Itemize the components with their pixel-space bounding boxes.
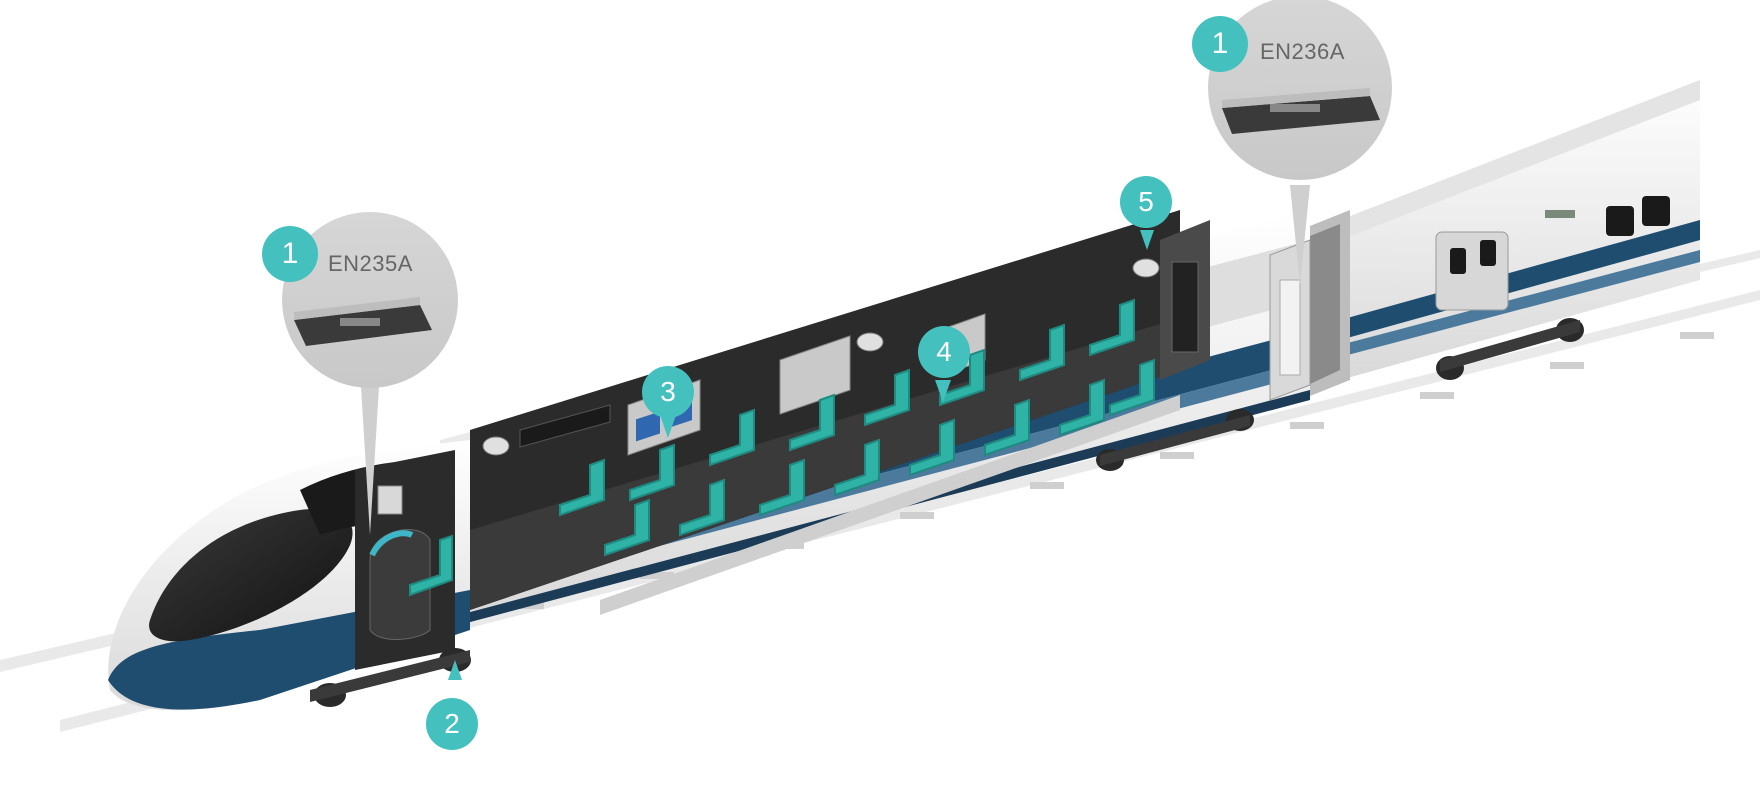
callout-number-badge: 1 (1192, 16, 1248, 72)
marker-5-badge: 5 (1120, 176, 1172, 228)
rear-car (1340, 80, 1700, 380)
marker-2-badge: 2 (426, 698, 478, 750)
rear-car-door (1435, 231, 1509, 311)
ceiling-camera-icon (482, 258, 1160, 456)
passenger-cabin-cutaway (470, 210, 1311, 615)
callout-en235a (282, 212, 458, 535)
lead-car-nose (108, 440, 471, 711)
bogie-wheels (1096, 409, 1254, 471)
driver-seat (409, 534, 453, 597)
callout-number-badge: 1 (262, 226, 318, 282)
gangway (1300, 210, 1350, 400)
rear-car-windows (1545, 196, 1670, 236)
en235a-device-image (294, 297, 432, 346)
marker-3-badge: 3 (642, 366, 694, 418)
callout-label-en235a: EN235A (328, 251, 413, 276)
callout-label-en236a: EN236A (1260, 39, 1345, 64)
en236a-device-image (1222, 88, 1380, 134)
marker-pointers (448, 230, 1154, 680)
marker-4-badge: 4 (918, 326, 970, 378)
passenger-seats (559, 298, 1155, 557)
callout-en236a (1208, 0, 1392, 285)
